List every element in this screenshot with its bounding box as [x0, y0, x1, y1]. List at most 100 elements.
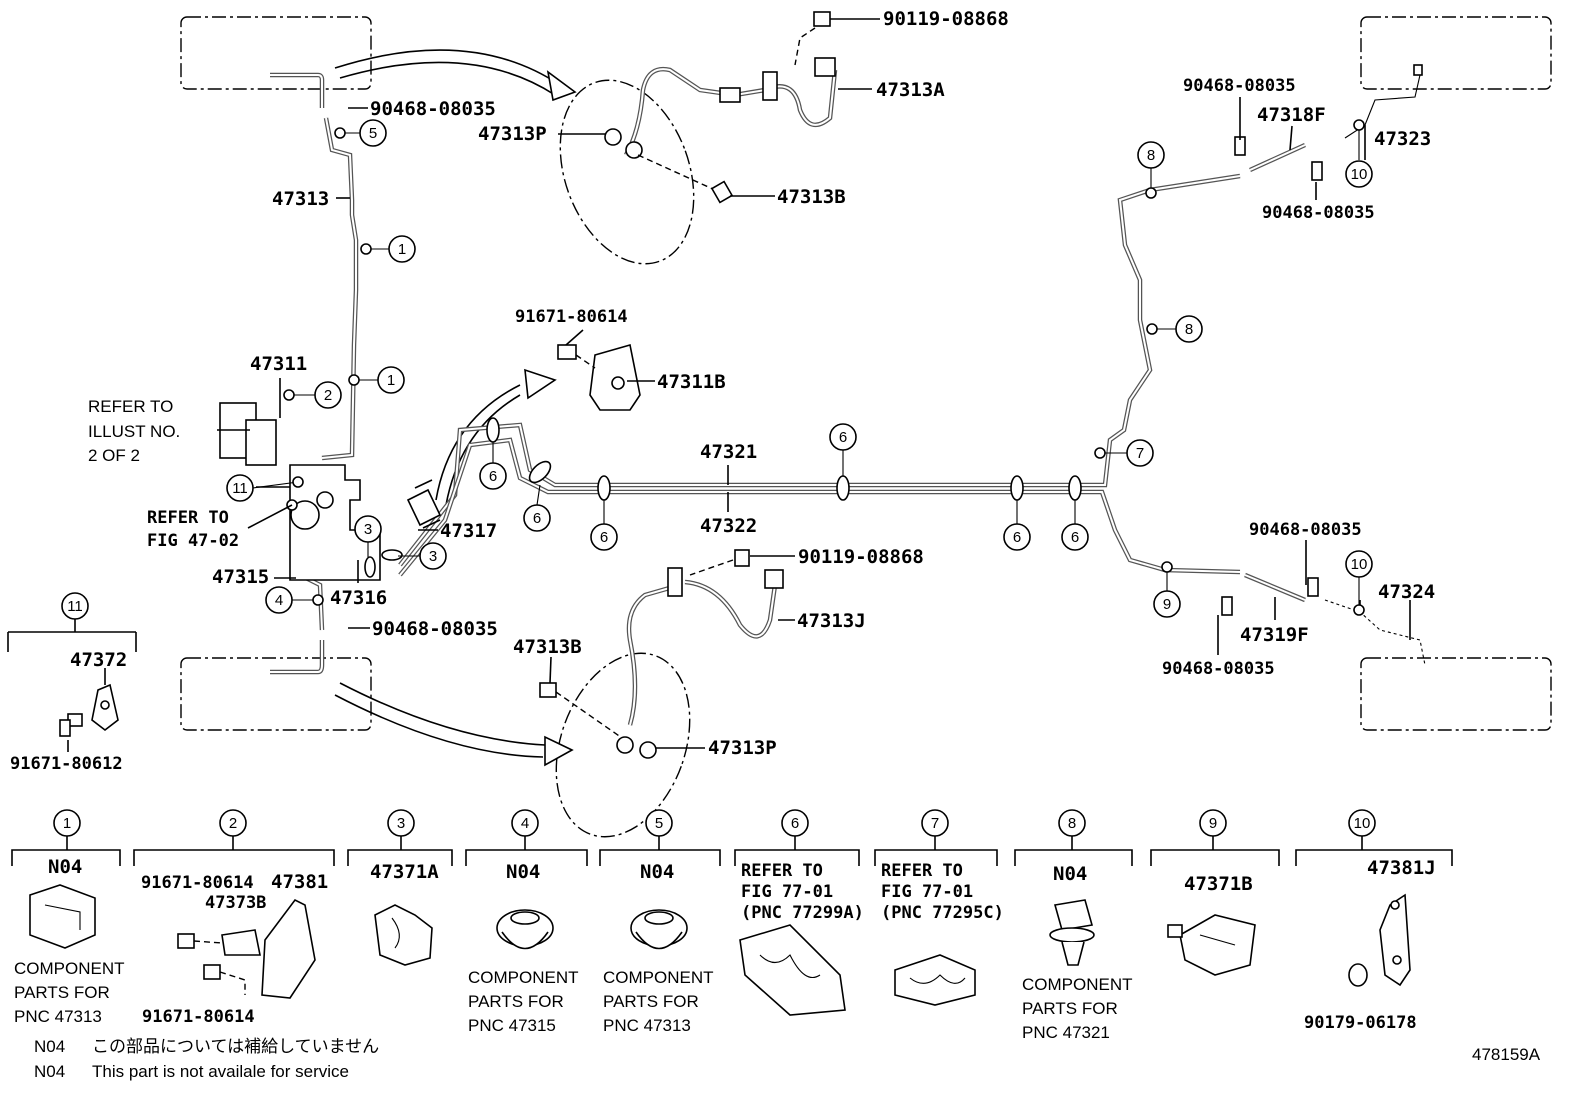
label-47313b-top: 47313B	[777, 186, 846, 208]
flex-hose-47313j-detail	[539, 549, 784, 759]
svg-text:8: 8	[1185, 321, 1193, 338]
svg-text:PNC 47313: PNC 47313	[14, 1007, 102, 1026]
detail-ellipse-top	[559, 79, 695, 265]
svg-text:8: 8	[1068, 815, 1076, 832]
svg-text:5: 5	[655, 815, 663, 832]
tube-47313	[321, 117, 359, 461]
svg-text:3: 3	[364, 521, 372, 538]
callout-7: 7	[1094, 439, 1154, 467]
svg-text:2: 2	[229, 815, 237, 832]
svg-text:6: 6	[533, 510, 541, 527]
label-47313b-bottom: 47313B	[513, 636, 582, 658]
callout-1a: 1	[360, 235, 416, 263]
svg-text:6: 6	[489, 468, 497, 485]
flow-arrow-bottom	[334, 682, 574, 767]
label-47317: 47317	[440, 520, 497, 542]
label-90468-08035-top-right: 90468-08035	[1183, 76, 1296, 96]
label-47311b: 47311B	[657, 371, 726, 393]
label-90468-08035-right-low: 90468-08035	[1249, 520, 1362, 540]
svg-text:47381J: 47381J	[1367, 857, 1436, 879]
svg-text:11: 11	[232, 480, 248, 497]
svg-text:N04: N04	[1053, 863, 1087, 885]
svg-text:11: 11	[67, 598, 83, 615]
label-91671-80612: 91671-80612	[10, 754, 123, 774]
flex-hose-47313a-detail	[604, 11, 838, 204]
refer-illust-note: REFER TO ILLUST NO. 2 OF 2	[88, 397, 180, 465]
label-47318f: 47318F	[1257, 104, 1326, 126]
callout-11-legend: 11	[61, 592, 89, 620]
callout-11: 11	[226, 474, 304, 502]
svg-text:10: 10	[1351, 556, 1368, 573]
label-47372: 47372	[70, 649, 127, 671]
callout-6c: 6	[590, 500, 618, 551]
callout-10a: 10	[1345, 119, 1373, 188]
svg-text:9: 9	[1209, 815, 1217, 832]
clamp-47372	[59, 683, 119, 737]
callout-8a: 8	[1137, 141, 1165, 199]
svg-text:(PNC 77299A): (PNC 77299A)	[741, 903, 864, 923]
svg-text:6: 6	[1013, 529, 1021, 546]
svg-text:2: 2	[324, 387, 332, 404]
label-47313: 47313	[272, 188, 329, 210]
ref-box-bottom-right	[1360, 657, 1552, 731]
callout-1b: 1	[348, 366, 405, 394]
legend-9: 9 47371B	[1150, 809, 1280, 976]
svg-text:47373B: 47373B	[205, 893, 266, 913]
hose-bottom-left	[270, 640, 325, 675]
svg-text:COMPONENT: COMPONENT	[603, 968, 714, 987]
callout-5: 5	[334, 119, 387, 147]
legend-2: 2 91671-80614 47381 47373B 91671-80614	[133, 809, 335, 1027]
label-47311: 47311	[250, 353, 307, 375]
legend-7: 7 REFER TO FIG 77-01 (PNC 77295C)	[874, 809, 1004, 1006]
bracket-47311b	[557, 343, 641, 411]
callout-3a: 3	[354, 515, 382, 557]
label-47313j: 47313J	[797, 610, 866, 632]
clip-set-right	[1221, 64, 1423, 616]
svg-text:REFER TO: REFER TO	[147, 508, 229, 528]
flex-hose-47319f	[1244, 572, 1306, 603]
label-47315: 47315	[212, 566, 269, 588]
tube-47321	[398, 173, 1241, 567]
svg-text:3: 3	[397, 815, 405, 832]
svg-text:N04: N04	[48, 856, 82, 878]
svg-text:PARTS FOR: PARTS FOR	[603, 992, 699, 1011]
refer-fig-note: REFER TO FIG 47-02	[147, 508, 239, 551]
ref-box-top-right	[1360, 16, 1552, 90]
callout-6d: 6	[829, 423, 857, 476]
svg-text:FIG 77-01: FIG 77-01	[741, 882, 833, 902]
svg-text:N04: N04	[640, 861, 674, 883]
callout-10b: 10	[1345, 550, 1373, 616]
svg-text:PNC 47321: PNC 47321	[1022, 1023, 1110, 1042]
svg-text:10: 10	[1351, 166, 1368, 183]
tube-47322	[398, 437, 1241, 577]
label-90468-08035-mid-left: 90468-08035	[372, 618, 498, 640]
label-47313p-bottom: 47313P	[708, 737, 777, 759]
label-90468-08035-right-mid: 90468-08035	[1262, 203, 1375, 223]
svg-text:7: 7	[931, 815, 939, 832]
hose-top-left	[270, 72, 325, 108]
svg-text:3: 3	[429, 548, 437, 565]
legend-5: 5 N04 COMPONENT PARTS FOR PNC 47313	[599, 809, 721, 1035]
svg-text:2 OF 2: 2 OF 2	[88, 446, 140, 465]
label-47313a: 47313A	[876, 79, 945, 101]
label-47324: 47324	[1378, 581, 1435, 603]
callout-3b: 3	[398, 542, 447, 570]
callout-2: 2	[283, 381, 342, 409]
callout-circles: 5 1 1 2 11 3 3 4 6 6 6 6 6 6 7 8 8 9 10 …	[61, 119, 1373, 620]
svg-text:1: 1	[387, 372, 395, 389]
svg-text:47371B: 47371B	[1184, 873, 1253, 895]
svg-text:6: 6	[791, 815, 799, 832]
svg-text:6: 6	[839, 429, 847, 446]
svg-text:PNC 47315: PNC 47315	[468, 1016, 556, 1035]
legend-3: 3 47371A	[347, 809, 453, 966]
svg-text:47381: 47381	[271, 871, 328, 893]
label-47323: 47323	[1374, 128, 1431, 150]
legend-6: 6 REFER TO FIG 77-01 (PNC 77299A)	[734, 809, 864, 1016]
label-90468-08035-bottom-right: 90468-08035	[1162, 659, 1275, 679]
svg-text:PNC 47313: PNC 47313	[603, 1016, 691, 1035]
svg-text:REFER TO: REFER TO	[88, 397, 173, 416]
callout-9: 9	[1153, 561, 1181, 618]
legend-1: 1 N04 COMPONENT PARTS FOR PNC 47313	[11, 809, 125, 1026]
callout-6b: 6	[523, 484, 551, 532]
